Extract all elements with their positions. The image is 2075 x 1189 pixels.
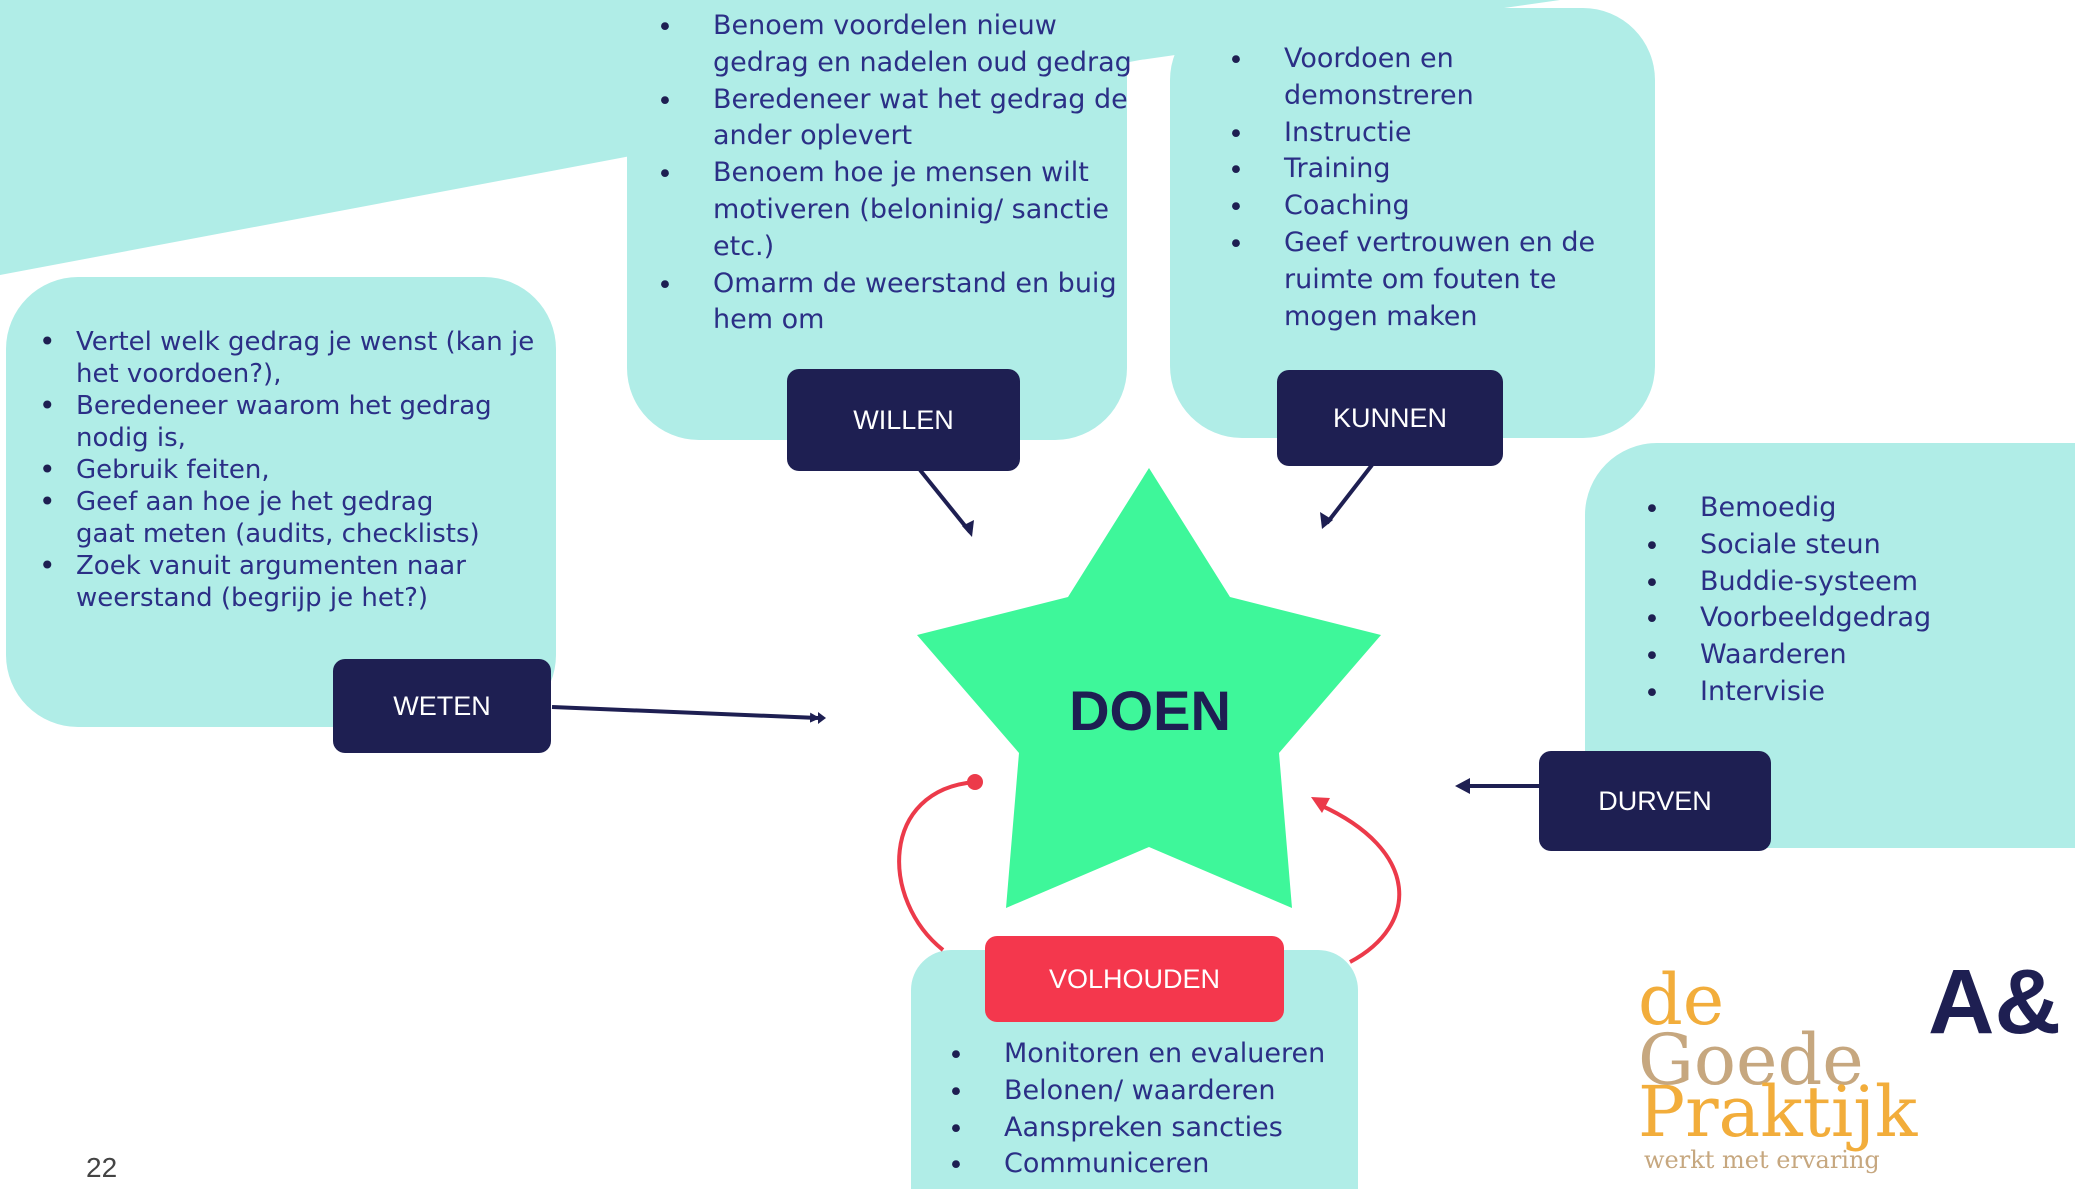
page-number: 22 [86,1152,118,1183]
list-item: Buddie-systeem [1644,564,2060,603]
weten-label: WETEN [333,659,551,753]
decorative-band [0,0,1560,275]
durven-label: DURVEN [1539,751,1771,851]
list-item: Belonen/ waarderen [948,1073,1364,1112]
list-item: Communiceren [948,1146,1364,1185]
list-item: Instructie [1228,115,1664,154]
list-item: Zoek vanuit argumenten naar weerstand (b… [39,550,496,614]
arrow-weten [551,705,820,723]
arrow-willen [918,468,972,534]
logo-line-2: Goede [1638,1019,1864,1101]
loop-arrow-right [1319,803,1402,964]
durven-list: Bemoedig Sociale steun Buddie-systeem Vo… [1644,490,2060,713]
list-item: Bemoedig [1644,490,2060,529]
weten-list: Vertel welk gedrag je wenst (kan je het … [39,326,536,614]
center-label: DOEN [1069,679,1231,742]
willen-label: WILLEN [787,369,1020,471]
list-item: Voorbeeldgedrag [1644,600,2060,639]
willen-list: Benoem voordelen nieuw gedrag en nadelen… [657,8,1133,340]
list-item: Intervisie [1644,674,2060,713]
loop-arrow-left [897,780,976,952]
volhouden-label: VOLHOUDEN [985,936,1284,1022]
list-item: Geef aan hoe je het gedrag gaat meten (a… [39,486,496,550]
star-shape [917,468,1381,908]
loop-arrow-left-dot [967,774,983,790]
arrow-kunnen [1325,463,1374,525]
logo: de Goede Praktijk werkt met ervaring [1638,965,1938,1185]
list-item: Vertel welk gedrag je wenst (kan je het … [39,326,536,390]
kunnen-list: Voordoen en demonstreren Instructie Trai… [1228,41,1664,335]
brand-mark: A& [1928,951,2061,1053]
list-item: Beredeneer wat het gedrag de ander oplev… [657,82,1133,156]
arrowhead-weten [818,712,826,724]
list-item: Training [1228,151,1664,190]
list-item: Beredeneer waarom het gedrag nodig is, [39,390,536,454]
list-item: Gebruik feiten, [39,454,536,486]
list-item: Aanspreken sancties [948,1110,1364,1149]
volhouden-list: Monitoren en evalueren Belonen/ waardere… [948,1036,1364,1185]
list-item: Benoem voordelen nieuw gedrag en nadelen… [657,8,1133,82]
list-item: Benoem hoe je mensen wilt motiveren (bel… [657,155,1133,265]
logo-line-1: de [1638,959,1725,1041]
list-item: Omarm de weerstand en buig hem om [657,266,1133,340]
arrowhead-durven [1455,778,1470,794]
arrowhead-willen [962,520,974,537]
list-item: Geef vertrouwen en de ruimte om fouten t… [1228,225,1604,335]
loop-arrowhead-right [1311,797,1330,813]
list-item: Monitoren en evalueren [948,1036,1364,1075]
kunnen-label: KUNNEN [1277,370,1503,466]
list-item: Sociale steun [1644,527,2060,566]
list-item: Coaching [1228,188,1664,227]
list-item: Waarderen [1644,637,2060,676]
list-item: Voordoen en demonstreren [1228,41,1484,115]
logo-line-3: Praktijk [1638,1071,1918,1153]
arrowhead-kunnen [1320,512,1333,529]
logo-tagline: werkt met ervaring [1644,1146,1880,1174]
